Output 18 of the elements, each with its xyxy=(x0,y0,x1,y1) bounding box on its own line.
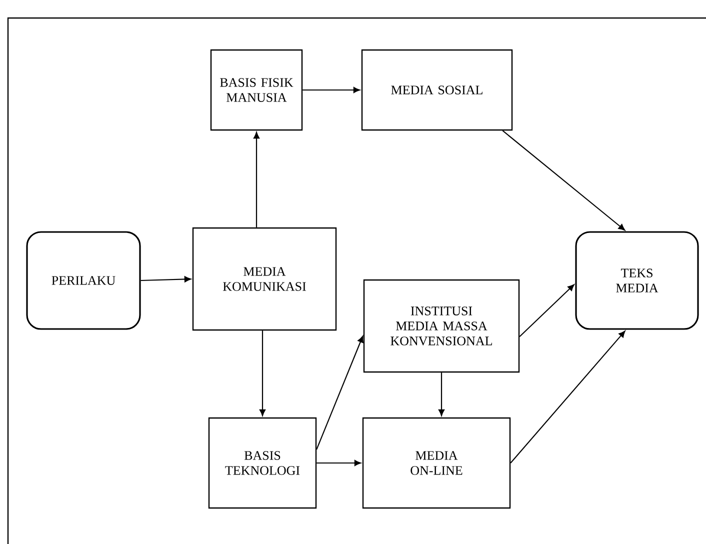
process-box: BASIS TEKNOLOGI xyxy=(208,417,317,509)
arrow xyxy=(254,132,260,228)
process-box: MEDIA KOMUNIKASI xyxy=(192,227,337,331)
arrow xyxy=(502,130,626,230)
arrow xyxy=(140,276,191,282)
arrow xyxy=(302,87,360,93)
arrow xyxy=(260,330,266,416)
arrow xyxy=(510,330,626,464)
rounded-box: TEKS MEDIA xyxy=(575,231,699,330)
rounded-box: PERILAKU xyxy=(26,231,141,330)
process-box: MEDIA ON-LINE xyxy=(362,417,511,509)
process-box: BASIS FISIK MANUSIA xyxy=(210,49,303,131)
process-box: MEDIA SOSIAL xyxy=(361,49,513,131)
arrow xyxy=(316,336,364,450)
arrow xyxy=(316,460,361,466)
process-box: INSTITUSI MEDIA MASSA KONVENSIONAL xyxy=(363,279,520,373)
arrow xyxy=(438,372,445,416)
arrow xyxy=(519,284,574,337)
